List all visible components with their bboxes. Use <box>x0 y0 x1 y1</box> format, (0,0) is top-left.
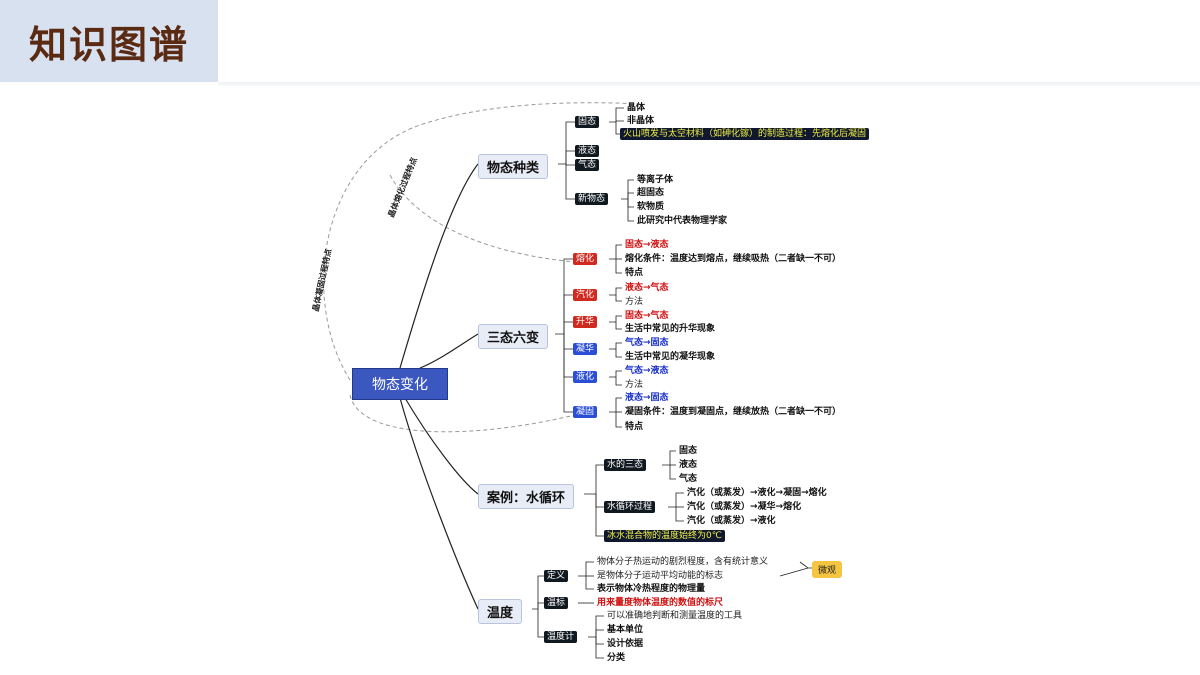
node-yetai[interactable]: 液态 <box>575 145 600 157</box>
branch-wendu[interactable]: 温度 <box>478 599 523 624</box>
branch-wutai-zhonglei[interactable]: 物态种类 <box>478 154 549 179</box>
ninghua-line-2: 生活中常见的凝华现象 <box>625 352 716 362</box>
branch-shuixunhuan[interactable]: 案例：水循环 <box>478 484 575 509</box>
shenghua-line-1: 固态→气态 <box>625 311 669 321</box>
node-jingti: 晶体 <box>627 103 646 113</box>
node-shui-santai[interactable]: 水的三态 <box>604 459 647 471</box>
state-gutai: 固态 <box>679 446 698 456</box>
ronghua-line-3: 特点 <box>625 268 644 278</box>
node-shenghua[interactable]: 升华 <box>573 316 598 328</box>
arc-upper <box>323 102 641 381</box>
tool-desc: 可以准确地判断和测量温度的工具 <box>607 611 743 621</box>
qihua-line-2: 方法 <box>625 297 644 307</box>
tool-class: 分类 <box>607 653 626 663</box>
title-divider <box>218 82 1200 86</box>
ronghua-line-2: 熔化条件：温度达到熔点，继续吸热（二者缺一不可） <box>625 254 842 264</box>
node-wenduji[interactable]: 温度计 <box>544 631 578 643</box>
node-ice-water-note: 冰水混合物的温度始终为0℃ <box>604 530 725 542</box>
node-physicist: 此研究中代表物理学家 <box>637 216 728 226</box>
node-xinwutai[interactable]: 新物态 <box>575 193 609 205</box>
node-wenbiao[interactable]: 温标 <box>544 597 569 609</box>
root-node[interactable]: 物态变化 <box>352 368 448 400</box>
state-qitai: 气态 <box>679 474 698 484</box>
process-1: 汽化（或蒸发）→液化→凝固→熔化 <box>687 488 827 498</box>
wenbiao-desc: 用来量度物体温度的数值的标尺 <box>597 598 724 608</box>
title-box: 知识图谱 <box>0 0 218 82</box>
qihua-line-1: 液态→气态 <box>625 283 669 293</box>
arc-lower <box>349 394 576 433</box>
node-ruanwuzhi: 软物质 <box>637 202 665 212</box>
node-gutai[interactable]: 固态 <box>575 116 600 128</box>
node-yehua[interactable]: 液化 <box>573 371 598 383</box>
yehua-line-1: 气态→液态 <box>625 366 669 376</box>
tool-unit: 基本单位 <box>607 625 644 635</box>
yehua-line-2: 方法 <box>625 380 644 390</box>
process-2: 汽化（或蒸发）→凝华→熔化 <box>687 502 802 512</box>
arc-label-upper: 晶体熔化过程特点 <box>386 156 419 219</box>
node-xunhuan-guocheng[interactable]: 水循环过程 <box>604 501 656 513</box>
tool-basis: 设计依据 <box>607 639 644 649</box>
ronghua-line-1: 固态→液态 <box>625 240 669 250</box>
shenghua-line-2: 生活中常见的升华现象 <box>625 324 716 334</box>
node-ronghua[interactable]: 熔化 <box>573 253 598 265</box>
node-chaogutai: 超固态 <box>637 188 665 198</box>
ninghua-line-1: 气态→固态 <box>625 338 669 348</box>
def-2: 是物体分子运动平均动能的标志 <box>597 571 724 581</box>
node-note-volcano: 火山喷发与太空材料（如砷化镓）的制造过程：先熔化后凝固 <box>620 128 870 140</box>
ninggu-line-2: 凝固条件：温度到凝固点，继续放热（二者缺一不可） <box>625 407 842 417</box>
node-ninggu[interactable]: 凝固 <box>573 406 598 418</box>
def-3: 表示物体冷热程度的物理量 <box>597 584 706 594</box>
page-title: 知识图谱 <box>28 22 189 67</box>
ninggu-line-3: 特点 <box>625 422 644 432</box>
node-ninghua[interactable]: 凝华 <box>573 343 598 355</box>
arc-label-lower: 晶体凝固过程特点 <box>310 248 333 313</box>
state-yetai: 液态 <box>679 460 698 470</box>
process-3: 汽化（或蒸发）→液化 <box>687 516 776 526</box>
node-denglizi: 等离子体 <box>637 175 674 185</box>
def-1: 物体分子热运动的剧烈程度，含有统计意义 <box>597 557 769 567</box>
node-qihua[interactable]: 汽化 <box>573 289 598 301</box>
tag-weiguan: 微观 <box>812 561 843 578</box>
node-qitai[interactable]: 气态 <box>575 159 600 171</box>
node-dingyi[interactable]: 定义 <box>544 570 569 582</box>
arc-middle <box>389 174 576 263</box>
ninggu-line-1: 液态→固态 <box>625 393 669 403</box>
node-feijingti: 非晶体 <box>627 116 655 126</box>
branch-santai-liubian[interactable]: 三态六变 <box>478 324 549 349</box>
